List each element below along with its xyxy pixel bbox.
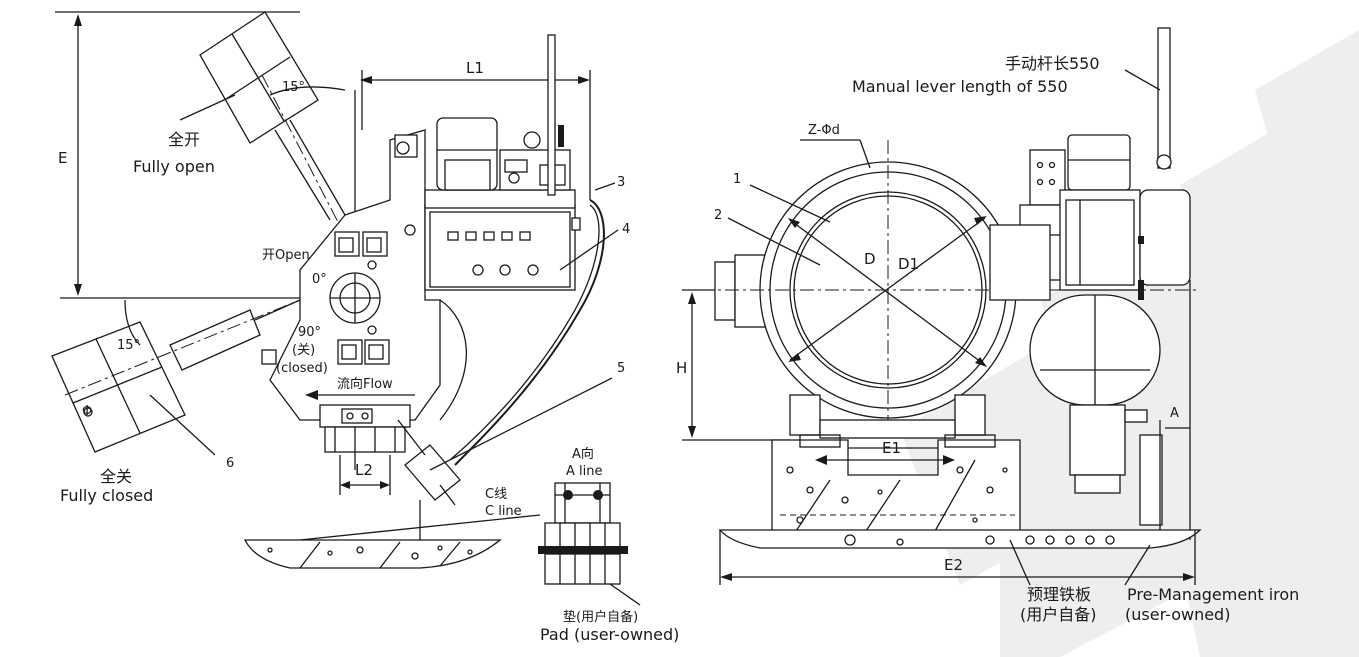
a-line-en-label: A line — [566, 464, 603, 479]
dim-e1-label: E1 — [882, 439, 902, 457]
user-owned-cn-label: (用户自备) — [1020, 605, 1097, 624]
callout-6: 6 — [226, 456, 235, 471]
dim-a-label: A — [1170, 406, 1179, 421]
left-side-view — [51, 11, 619, 569]
dim-l2-label: L2 — [355, 461, 373, 479]
closed-cn-label: (关) — [292, 343, 316, 358]
embed-plate-cn-label: 预理铁板 — [1027, 585, 1092, 604]
callout-3: 3 — [617, 175, 626, 190]
a-direction-cn-label: A向 — [572, 447, 594, 462]
open-label: 开Open — [262, 248, 310, 263]
phi-label: Φ — [82, 404, 93, 419]
counterweight-open — [199, 11, 356, 256]
dim-h-label: H — [676, 359, 688, 377]
right-front-view — [682, 27, 1202, 586]
fully-open-cn-label: 全开 — [168, 130, 201, 149]
pad-en-label: Pad (user-owned) — [540, 625, 680, 644]
fully-closed-cn-label: 全关 — [100, 467, 133, 486]
junction-box — [1029, 149, 1066, 206]
c-line-cn-label: C线 — [485, 487, 508, 502]
counterweight-closed — [51, 299, 301, 453]
callout-5: 5 — [617, 361, 626, 376]
manual-lever — [1157, 27, 1171, 169]
callout-1: 1 — [733, 172, 742, 187]
a-direction-detail — [538, 482, 641, 606]
ninety-deg-label: 90° — [298, 325, 322, 340]
closed-en-label: (closed) — [276, 361, 328, 376]
embed-plate-en-label: Pre-Management iron — [1127, 585, 1300, 604]
flow-label: 流向Flow — [337, 377, 393, 392]
concrete-slab — [243, 539, 502, 569]
angle-bottom-label: 15° — [117, 338, 141, 353]
c-line-en-label: C line — [485, 504, 522, 519]
fully-open-en-label: Fully open — [133, 157, 215, 176]
dim-d1-label: D1 — [898, 255, 920, 273]
dim-e-label: E — [58, 149, 68, 167]
lever-cn-label: 手动杆长550 — [1005, 54, 1100, 73]
dim-d-label: D — [864, 250, 876, 268]
callout-2: 2 — [714, 208, 723, 223]
pad-cn-label: 垫(用户自备) — [563, 610, 639, 625]
motor — [1067, 134, 1131, 191]
dim-e2-label: E2 — [944, 556, 964, 574]
actuator-body — [169, 34, 605, 506]
angle-top-label: 15° — [282, 80, 306, 95]
lever-en-label: Manual lever length of 550 — [852, 77, 1068, 96]
bolt-holes-label: Z-Φd — [808, 123, 840, 138]
dim-l1-label: L1 — [466, 59, 484, 77]
fully-closed-en-label: Fully closed — [60, 486, 154, 505]
user-owned-en-label: (user-owned) — [1125, 605, 1231, 624]
callout-4: 4 — [622, 222, 631, 237]
zero-deg-label: 0° — [312, 272, 327, 287]
